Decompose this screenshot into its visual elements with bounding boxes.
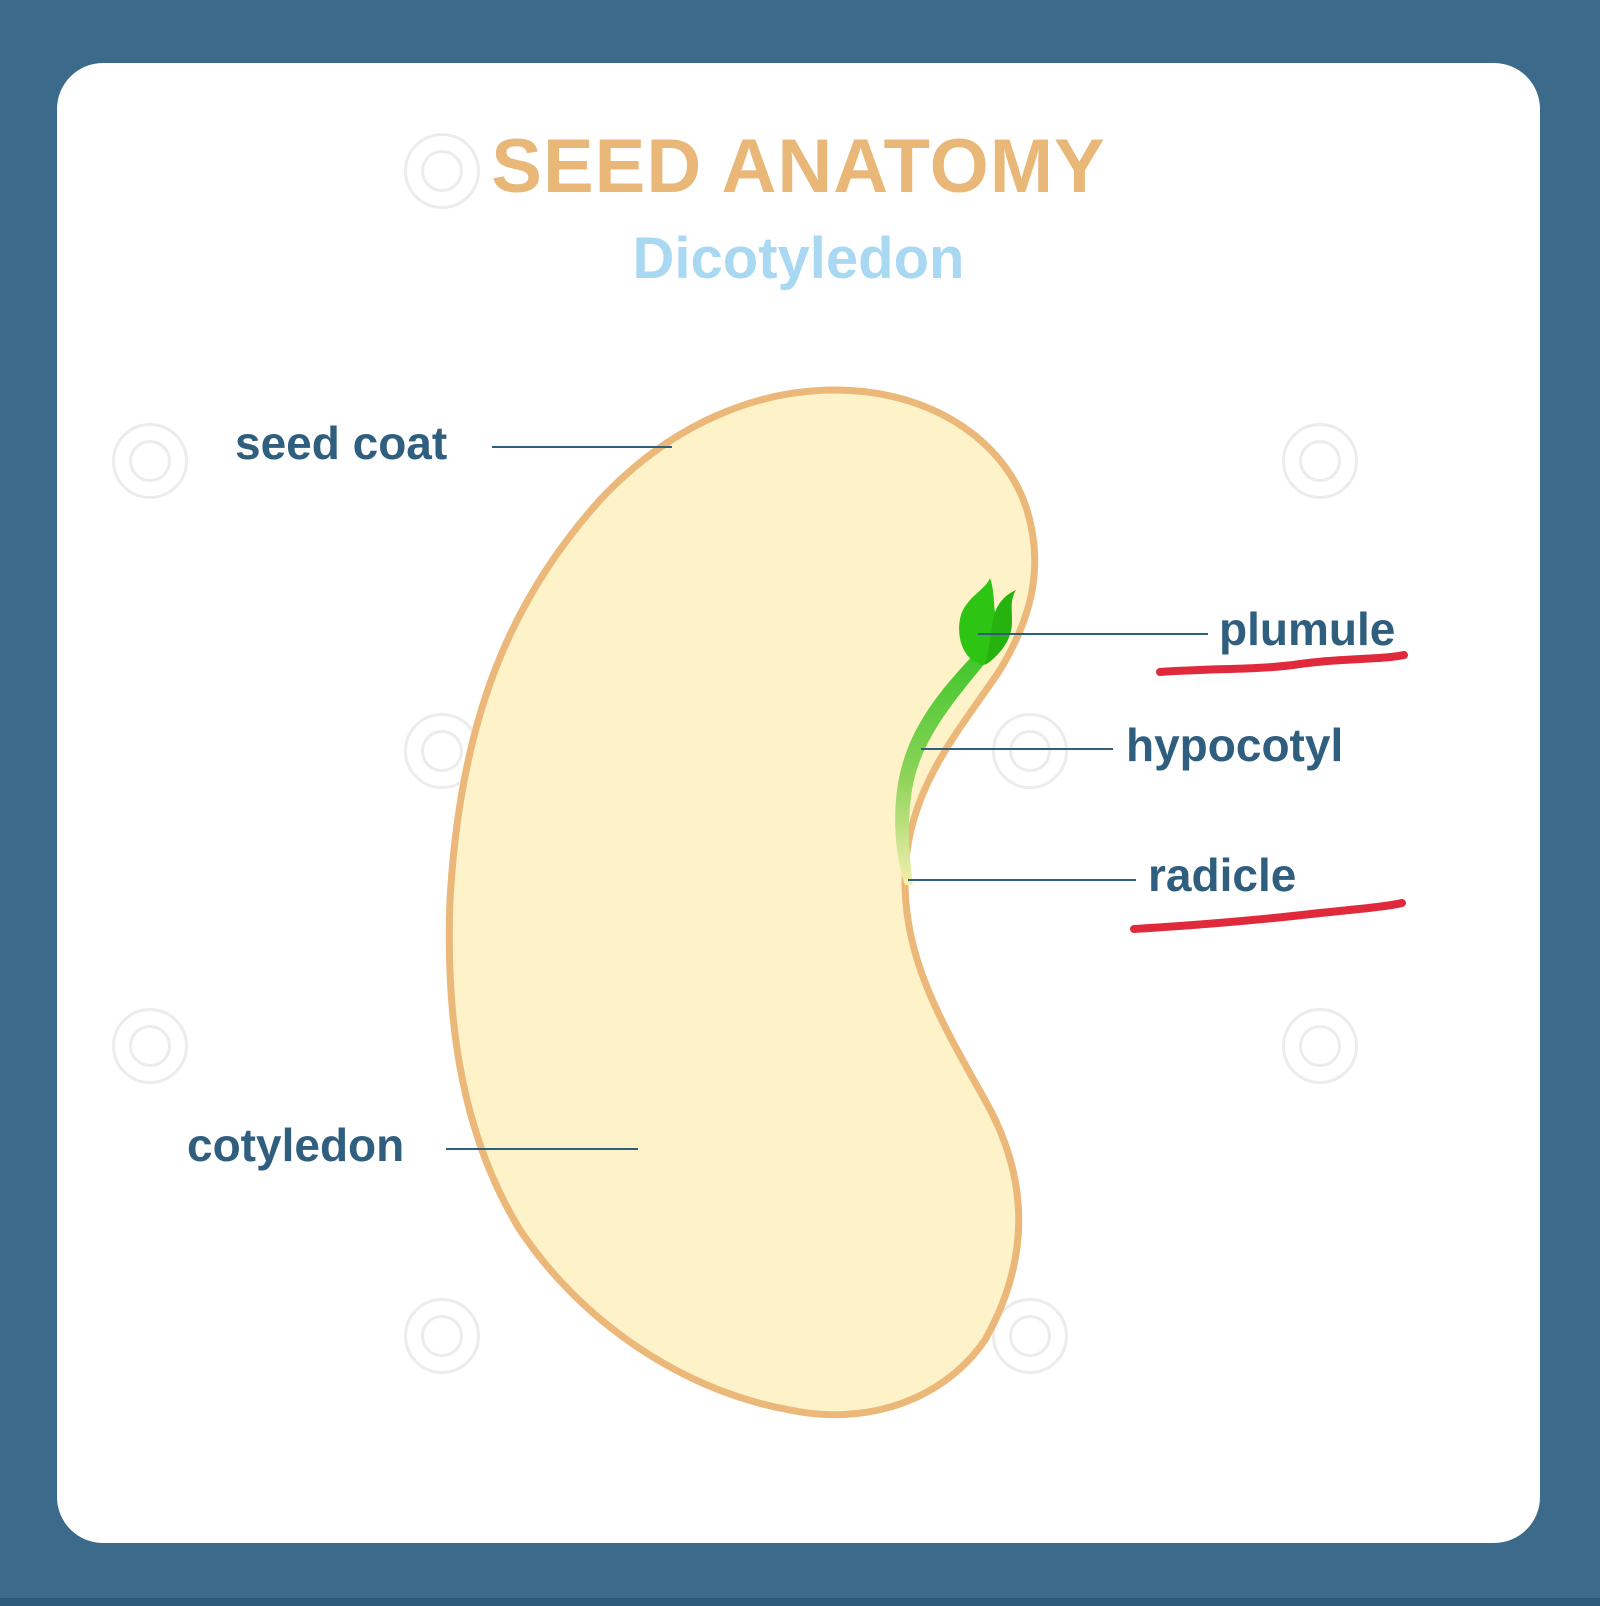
watermark-icon: [1282, 423, 1358, 499]
watermark-icon: [112, 1008, 188, 1084]
radicle-label: radicle: [1148, 849, 1297, 901]
watermark-icon: [404, 1298, 480, 1374]
radicle-underline: [1130, 899, 1406, 933]
page-title: SEED ANATOMY: [491, 124, 1106, 209]
plumule-leaf-right: [985, 590, 1016, 665]
watermark-icon: [404, 133, 480, 209]
watermark-icon: [112, 423, 188, 499]
plumule-underline: [1156, 651, 1408, 676]
watermark-icon: [1282, 1008, 1358, 1084]
hypocotyl-label: hypocotyl: [1126, 719, 1344, 771]
page-subtitle: Dicotyledon: [632, 226, 965, 291]
seed-body: [445, 386, 1039, 1419]
watermark-icon: [992, 713, 1068, 789]
seed-coat-label: seed coat: [235, 417, 448, 469]
bottom-strip: [0, 1598, 1600, 1606]
watermark-icon: [992, 1298, 1068, 1374]
hypocotyl-shape: [895, 650, 986, 885]
plumule-label: plumule: [1219, 603, 1396, 655]
cotyledon-label: cotyledon: [187, 1119, 405, 1171]
